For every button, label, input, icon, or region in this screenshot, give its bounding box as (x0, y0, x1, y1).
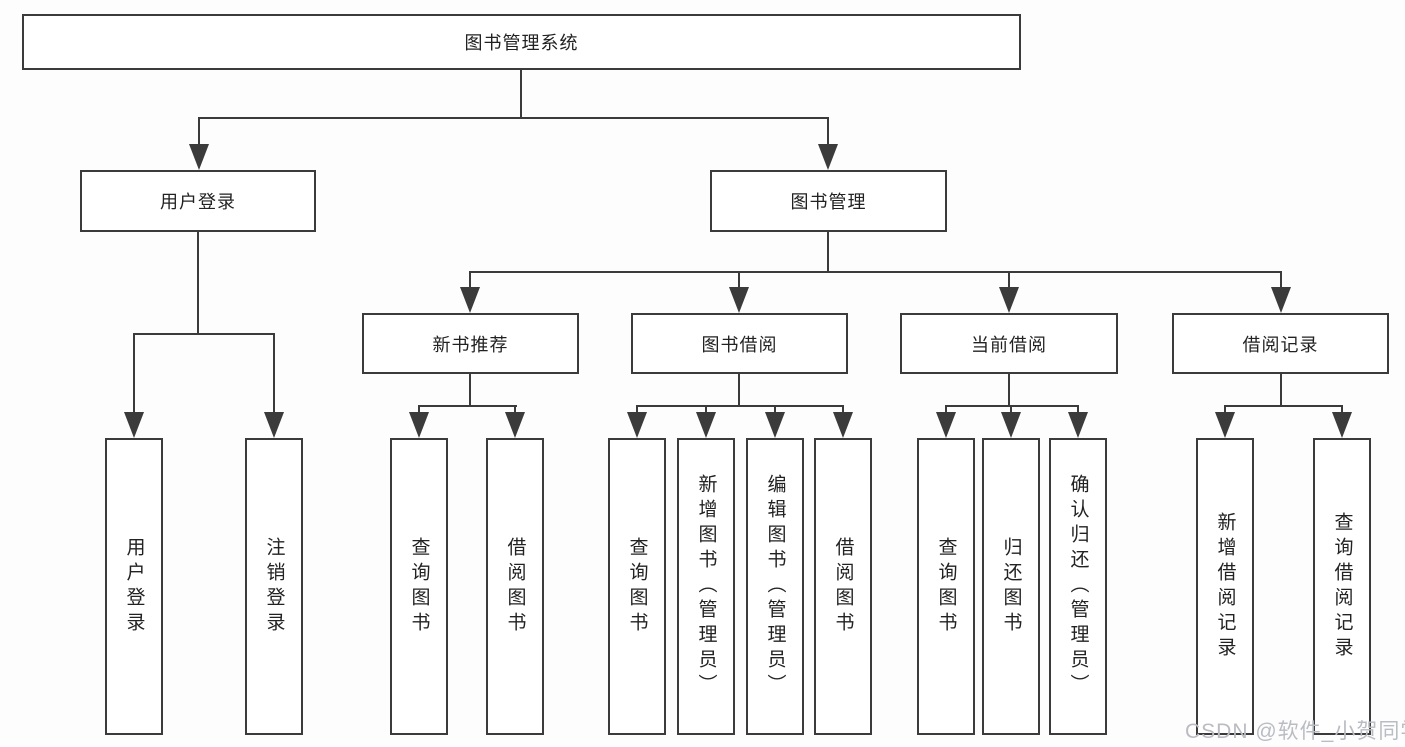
connector-drop-current (1008, 271, 1010, 289)
arrowhead-leaf-login (124, 412, 144, 438)
node-root: 图书管理系统 (22, 14, 1021, 70)
arrowhead-rec-query-record (1332, 412, 1352, 438)
connector-level1-rail (198, 117, 829, 119)
connector-drop-borrow (738, 271, 740, 289)
arrowhead-bor-edit (765, 412, 785, 438)
leaf-records-query-record-label: 查询借阅记录 (1331, 511, 1353, 662)
connector-level2-rail (469, 271, 1282, 273)
leaf-borrow-add-books-admin: 新增图书（管理员） (677, 438, 735, 735)
connector-root-stem (520, 70, 522, 118)
arrowhead-recommend (460, 287, 480, 313)
connector-drop-bor-query (636, 405, 638, 415)
leaf-records-add-record-label: 新增借阅记录 (1214, 511, 1236, 662)
connector-drop-bor-edit (774, 405, 776, 415)
leaf-current-return-books-label: 归还图书 (1000, 536, 1022, 637)
leaf-current-return-books: 归还图书 (982, 438, 1040, 735)
node-book-management: 图书管理 (710, 170, 947, 232)
node-borrow-records: 借阅记录 (1172, 313, 1389, 374)
node-book-management-label: 图书管理 (790, 192, 867, 212)
leaf-user-login-label: 用户登录 (123, 536, 145, 637)
arrowhead-leaf-logout (264, 412, 284, 438)
arrowhead-rec-add-record (1215, 412, 1235, 438)
node-current-borrow: 当前借阅 (900, 313, 1118, 374)
connector-drop-rec-add-record (1224, 405, 1226, 415)
node-new-book-recommend-label: 新书推荐 (432, 334, 509, 355)
node-current-borrow-label: 当前借阅 (971, 334, 1047, 355)
node-book-borrow: 图书借阅 (631, 313, 848, 374)
leaf-borrow-lend-books-label: 借阅图书 (832, 536, 854, 637)
leaf-borrow-add-books-admin-label: 新增图书（管理员） (695, 474, 717, 699)
csdn-watermark: CSDN @软件_小贺同学 (1185, 720, 1405, 743)
arrowhead-user-login (189, 144, 209, 170)
arrowhead-rec-query (409, 412, 429, 438)
arrowhead-current (999, 287, 1019, 313)
connector-drop-user-login (198, 117, 200, 145)
connector-drop-book-mgmt (827, 117, 829, 145)
connector-drop-rec-query (418, 405, 420, 415)
arrowhead-rec-borrow (505, 412, 525, 438)
connector-current-rail (945, 405, 1079, 407)
leaf-borrow-query-books: 查询图书 (608, 438, 666, 735)
leaf-records-add-record: 新增借阅记录 (1196, 438, 1254, 735)
arrowhead-bor-lend (833, 412, 853, 438)
connector-borrow-stem (738, 374, 740, 407)
leaf-borrow-edit-books-admin-label: 编辑图书（管理员） (764, 474, 786, 699)
connector-current-stem (1008, 374, 1010, 407)
leaf-recommend-borrow-books: 借阅图书 (486, 438, 544, 735)
leaf-recommend-borrow-books-label: 借阅图书 (504, 536, 526, 637)
leaf-user-logout-label: 注销登录 (263, 536, 285, 637)
connector-drop-rec-query-record (1341, 405, 1343, 415)
connector-drop-bor-add (705, 405, 707, 415)
connector-drop-recommend (469, 271, 471, 289)
leaf-borrow-lend-books: 借阅图书 (814, 438, 872, 735)
node-user-login-label: 用户登录 (160, 192, 236, 212)
connector-records-stem (1280, 374, 1282, 407)
arrowhead-borrow (729, 287, 749, 313)
arrowhead-bor-query (627, 412, 647, 438)
arrowhead-cur-confirm (1068, 412, 1088, 438)
leaf-recommend-query-books-label: 查询图书 (408, 536, 430, 637)
connector-user-stem (197, 232, 199, 334)
connector-drop-rec-borrow (514, 405, 516, 415)
node-book-borrow-label: 图书借阅 (701, 334, 778, 355)
connector-drop-bor-lend (842, 405, 844, 415)
leaf-user-logout: 注销登录 (245, 438, 303, 735)
connector-borrow-rail (636, 405, 844, 407)
leaf-borrow-edit-books-admin: 编辑图书（管理员） (746, 438, 804, 735)
node-user-login: 用户登录 (80, 170, 316, 232)
connector-records-rail (1224, 405, 1343, 407)
leaf-records-query-record: 查询借阅记录 (1313, 438, 1371, 735)
leaf-user-login: 用户登录 (105, 438, 163, 735)
leaf-current-query-books-label: 查询图书 (935, 536, 957, 637)
connector-drop-records (1280, 271, 1282, 289)
connector-mgmt-stem (827, 232, 829, 273)
connector-drop-leaf-logout (273, 333, 275, 413)
arrowhead-cur-query (936, 412, 956, 438)
connector-drop-leaf-login (133, 333, 135, 413)
leaf-current-confirm-return-admin-label: 确认归还（管理员） (1067, 474, 1089, 699)
connector-drop-cur-query (945, 405, 947, 415)
arrowhead-bor-add (696, 412, 716, 438)
leaf-recommend-query-books: 查询图书 (390, 438, 448, 735)
connector-recommend-stem (469, 374, 471, 407)
arrowhead-cur-return (1001, 412, 1021, 438)
connector-recommend-rail (418, 405, 517, 407)
connector-user-rail (133, 333, 275, 335)
arrowhead-records (1271, 287, 1291, 313)
node-new-book-recommend: 新书推荐 (362, 313, 579, 374)
node-borrow-records-label: 借阅记录 (1242, 334, 1319, 355)
leaf-current-confirm-return-admin: 确认归还（管理员） (1049, 438, 1107, 735)
connector-drop-cur-confirm (1077, 405, 1079, 415)
node-root-label: 图书管理系统 (464, 33, 579, 53)
arrowhead-book-mgmt (818, 144, 838, 170)
leaf-borrow-query-books-label: 查询图书 (626, 536, 648, 637)
connector-drop-cur-return (1010, 405, 1012, 415)
leaf-current-query-books: 查询图书 (917, 438, 975, 735)
